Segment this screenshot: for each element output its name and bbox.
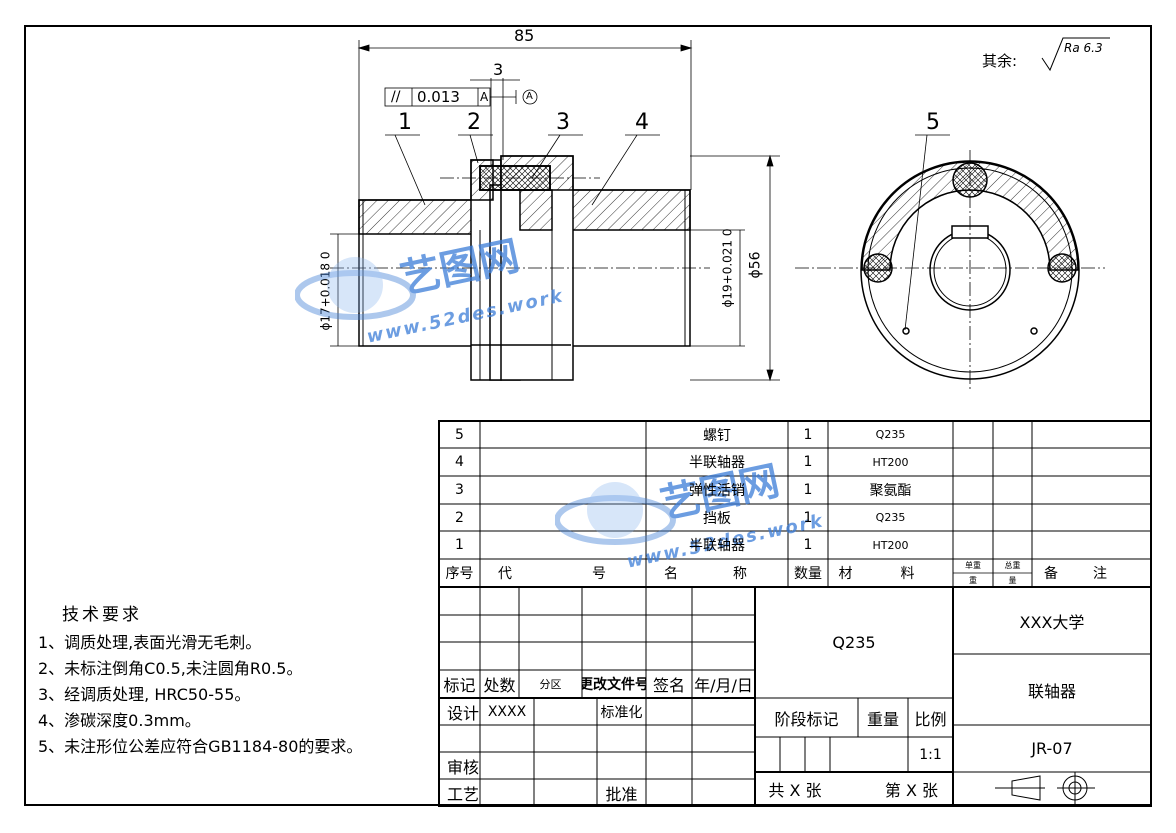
title-count: 处数: [483, 676, 516, 695]
part-row-material: HT200: [872, 538, 909, 552]
title-stage-label: 阶段标记: [774, 709, 839, 729]
title-material: Q235: [832, 633, 876, 652]
title-school: XXX大学: [1019, 612, 1085, 632]
overall-length-dim: 85: [514, 26, 535, 45]
roughness-value: Ra 6.3: [1064, 41, 1103, 55]
title-signature: 签名: [652, 676, 685, 695]
part-row-material: Q235: [875, 511, 906, 524]
title-design: 设计: [446, 703, 479, 723]
tech-requirement-4: 4、渗碳深度0.3mm。: [38, 711, 201, 730]
header-single-b: 重: [969, 575, 977, 585]
part-row-material: HT200: [872, 455, 909, 469]
part-row-qty: 1: [803, 537, 813, 553]
balloon-3: 3: [556, 110, 570, 135]
part-row-no: 3: [455, 482, 464, 498]
title-scale: 1:1: [919, 746, 942, 763]
datum-mark: A: [526, 91, 533, 102]
outer-dia-dim: ϕ56: [747, 251, 764, 279]
tolerance-value: 0.013: [417, 88, 460, 106]
part-row-qty: 1: [803, 426, 813, 443]
title-approve: 批准: [605, 784, 638, 804]
title-sheet-no: 第 X 张: [884, 781, 939, 800]
projection-symbol: [995, 772, 1095, 804]
part-row-qty: 1: [803, 482, 813, 498]
tolerance-datum: A: [480, 90, 489, 104]
title-review: 审核: [446, 757, 479, 777]
watermark-logo-icon-2: [555, 482, 676, 545]
title-drawing-no: JR-07: [1031, 739, 1073, 758]
balloon-5: 5: [926, 110, 940, 135]
title-standardize: 标准化: [600, 704, 643, 721]
roughness-label: 其余:: [982, 52, 1018, 70]
title-change-doc: 更改文件号: [582, 677, 646, 693]
tech-requirement-2: 2、未标注倒角C0.5,未注圆角R0.5。: [38, 659, 303, 678]
tech-requirement-3: 3、经调质处理, HRC50-55。: [38, 685, 251, 704]
title-process: 工艺: [446, 784, 479, 804]
header-no: 序号: [445, 566, 474, 582]
part-row-material: Q235: [875, 428, 906, 441]
part-row-name: 半联轴器: [689, 455, 745, 471]
gap-dim: 3: [493, 60, 504, 79]
header-single-a: 单重: [965, 561, 981, 570]
side-view: [795, 150, 1105, 390]
title-date: 年/月/日: [694, 676, 753, 695]
title-zone: 分区: [539, 678, 562, 691]
header-remark-b: 注: [1093, 566, 1107, 582]
front-view: [330, 155, 710, 381]
header-qty: 数量: [794, 566, 822, 582]
part-row-no: 2: [455, 509, 464, 526]
title-sheets-total: 共 X 张: [768, 781, 822, 800]
header-mat-b: 料: [900, 566, 915, 582]
part-row-qty: 1: [803, 454, 813, 470]
watermark-logo-icon: [295, 257, 416, 320]
part-row-qty: 1: [803, 509, 813, 526]
tolerance-symbol: //: [391, 89, 401, 105]
title-mark: 标记: [443, 676, 476, 695]
header-code-b: 号: [592, 566, 606, 582]
balloon-1: 1: [398, 110, 412, 135]
part-row-material: 聚氨酯: [869, 483, 912, 499]
title-drawing-name: 联轴器: [1027, 681, 1076, 701]
part-row-name: 弹性活销: [689, 483, 745, 499]
tech-requirements-title: 技术要求: [62, 605, 142, 625]
roughness-symbol: [1041, 37, 1110, 72]
front-dimensions: [330, 40, 950, 382]
part-row-name: 挡板: [703, 510, 731, 527]
header-code-a: 代: [498, 566, 512, 582]
title-scale-label: 比例: [914, 709, 947, 729]
header-name-b: 称: [733, 566, 747, 582]
part-row-name: 螺钉: [703, 427, 731, 444]
title-weight-label: 重量: [866, 709, 899, 729]
tech-requirement-1: 1、调质处理,表面光滑无毛刺。: [38, 633, 262, 652]
header-mat-a: 材: [838, 566, 853, 582]
table-grid: [438, 420, 1152, 807]
part-row-no: 1: [455, 537, 464, 553]
header-name-a: 名: [664, 566, 678, 582]
part-row-name: 半联轴器: [689, 538, 745, 554]
header-total-b: 量: [1008, 575, 1017, 585]
tech-requirement-5: 5、未注形位公差应符合GB1184-80的要求。: [38, 737, 363, 756]
part-row-no: 5: [455, 426, 464, 443]
balloon-2: 2: [467, 110, 481, 135]
part-row-no: 4: [455, 454, 464, 470]
header-total-a: 总重: [1004, 561, 1021, 570]
balloon-4: 4: [635, 110, 649, 135]
title-designer: XXXX: [487, 703, 527, 720]
header-remark-a: 备: [1044, 566, 1058, 582]
bore-right-dim: ϕ19+0.021 0: [720, 228, 735, 308]
